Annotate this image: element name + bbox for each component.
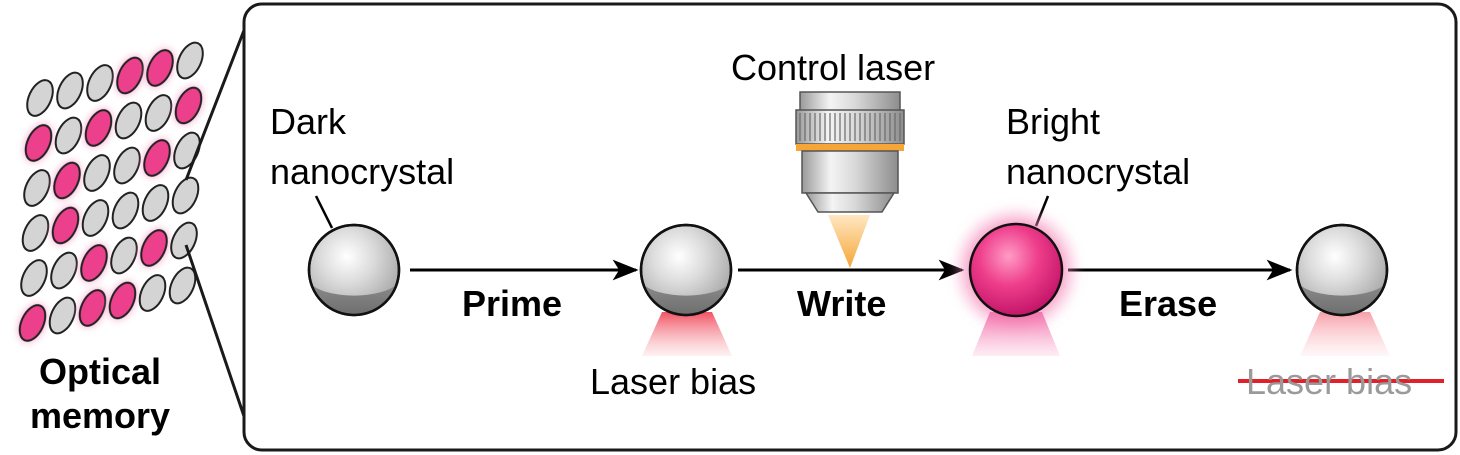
memory-bit-on (24, 124, 53, 162)
memory-bit-off (83, 154, 111, 192)
pointer-dark (314, 195, 334, 229)
control-laser-beam (828, 215, 870, 268)
memory-bit-off (173, 131, 201, 170)
memory-bit-off (54, 116, 83, 155)
microscope-objective-icon (795, 91, 905, 213)
dark-nanocrystal-sphere (307, 223, 401, 317)
memory-bit-off (86, 64, 114, 102)
memory-bit-off (48, 296, 77, 335)
laser-bias-label: Laser bias (590, 361, 757, 402)
dark-label-line2: nanocrystal (270, 151, 455, 192)
laser-bias-struck-label: Laser bias (1246, 361, 1413, 402)
step-write-label: Write (797, 283, 887, 324)
memory-bit-on (78, 289, 107, 327)
optical-memory-caption-line2: memory (29, 395, 171, 436)
memory-bit-off (138, 274, 167, 312)
memory-bit-off (171, 176, 200, 215)
memory-bit-off (144, 94, 173, 132)
primed-nanocrystal-sphere (639, 223, 733, 317)
memory-bit-off (56, 71, 84, 110)
memory-bit-off (170, 221, 198, 260)
memory-bit-on (116, 56, 144, 95)
dark-label-line1: Dark (270, 101, 347, 142)
memory-bit-on (174, 86, 203, 125)
step-erase-label: Erase (1119, 283, 1218, 324)
memory-bit-on (108, 281, 137, 320)
memory-bit-off (111, 191, 140, 230)
memory-bit-on (18, 304, 47, 342)
laser-bias-beam-erased (1300, 312, 1390, 356)
memory-bit-on (84, 109, 113, 147)
zoom-line-bottom (184, 244, 250, 429)
memory-bit-off (113, 146, 141, 185)
optical-memory-grid (18, 41, 204, 342)
memory-bit-off (176, 41, 204, 80)
memory-bit-on (53, 161, 81, 200)
bright-nanocrystal-sphere (950, 204, 1082, 336)
laser-bias-beam (642, 312, 732, 356)
memory-bit-off (141, 184, 170, 222)
memory-bit-off (168, 266, 197, 305)
bright-label-line1: Bright (1006, 101, 1101, 142)
memory-bit-off (110, 236, 138, 275)
memory-bit-off (81, 199, 110, 237)
memory-bit-off (114, 101, 143, 140)
optical-memory-caption-line1: Optical (38, 351, 162, 392)
memory-bit-on (51, 206, 80, 245)
memory-bit-off (23, 169, 51, 207)
memory-bit-on (146, 49, 174, 87)
memory-bit-off (21, 214, 50, 252)
control-laser-label: Control laser (731, 47, 936, 88)
bright-label-line2: nanocrystal (1006, 151, 1191, 192)
erased-nanocrystal-sphere (1295, 223, 1389, 317)
memory-bit-off (50, 251, 78, 290)
memory-bit-on (80, 244, 108, 282)
step-prime-label: Prime (462, 283, 563, 324)
memory-bit-off (20, 259, 48, 297)
memory-bit-on (140, 229, 168, 267)
memory-bit-on (143, 139, 171, 177)
zoom-line-top (184, 19, 250, 181)
memory-bit-off (26, 79, 54, 117)
